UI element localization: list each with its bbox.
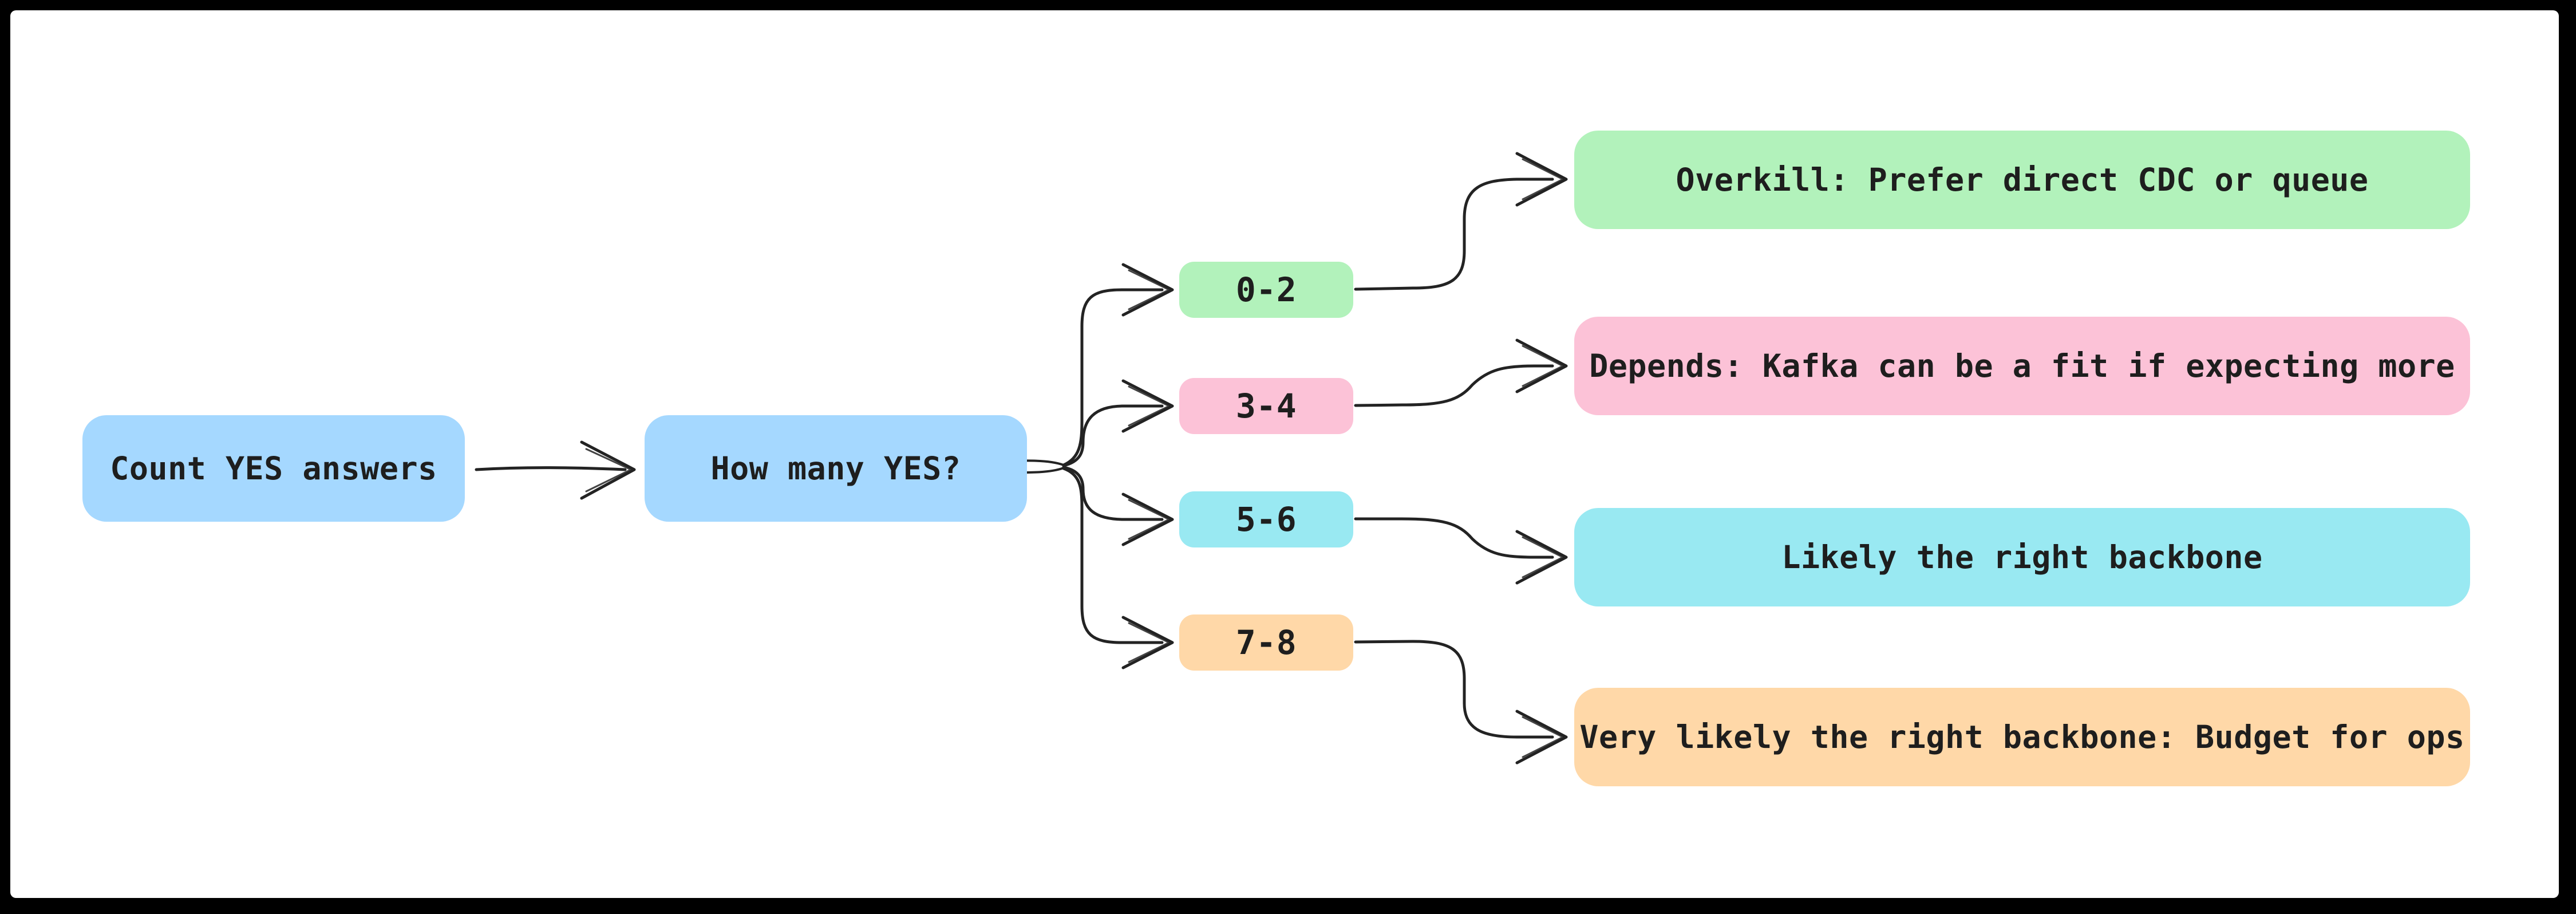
result-box-likely-label: Likely the right backbone bbox=[1781, 539, 2263, 576]
branch-chip-7-8: 7-8 bbox=[1179, 614, 1353, 671]
node-how-many-yes-label: How many YES? bbox=[710, 450, 961, 487]
result-box-depends-label: Depends: Kafka can be a fit if expecting… bbox=[1589, 348, 2455, 384]
result-box-likely: Likely the right backbone bbox=[1574, 508, 2470, 606]
branch-chip-3-4: 3-4 bbox=[1179, 378, 1353, 434]
branch-chip-7-8-label: 7-8 bbox=[1235, 623, 1297, 662]
branch-chip-0-2: 0-2 bbox=[1179, 262, 1353, 318]
result-box-very-likely-label: Very likely the right backbone: Budget f… bbox=[1579, 719, 2465, 755]
branch-chip-5-6: 5-6 bbox=[1179, 491, 1353, 547]
node-count-yes-answers-label: Count YES answers bbox=[110, 450, 437, 487]
result-box-overkill: Overkill: Prefer direct CDC or queue bbox=[1574, 131, 2470, 229]
node-count-yes-answers: Count YES answers bbox=[82, 415, 465, 522]
result-box-overkill-label: Overkill: Prefer direct CDC or queue bbox=[1676, 161, 2369, 198]
branch-chip-5-6-label: 5-6 bbox=[1235, 500, 1297, 539]
branch-chip-0-2-label: 0-2 bbox=[1235, 270, 1297, 309]
node-how-many-yes: How many YES? bbox=[645, 415, 1027, 522]
branch-chip-3-4-label: 3-4 bbox=[1235, 387, 1297, 426]
result-box-very-likely: Very likely the right backbone: Budget f… bbox=[1574, 688, 2470, 786]
result-box-depends: Depends: Kafka can be a fit if expecting… bbox=[1574, 317, 2470, 415]
